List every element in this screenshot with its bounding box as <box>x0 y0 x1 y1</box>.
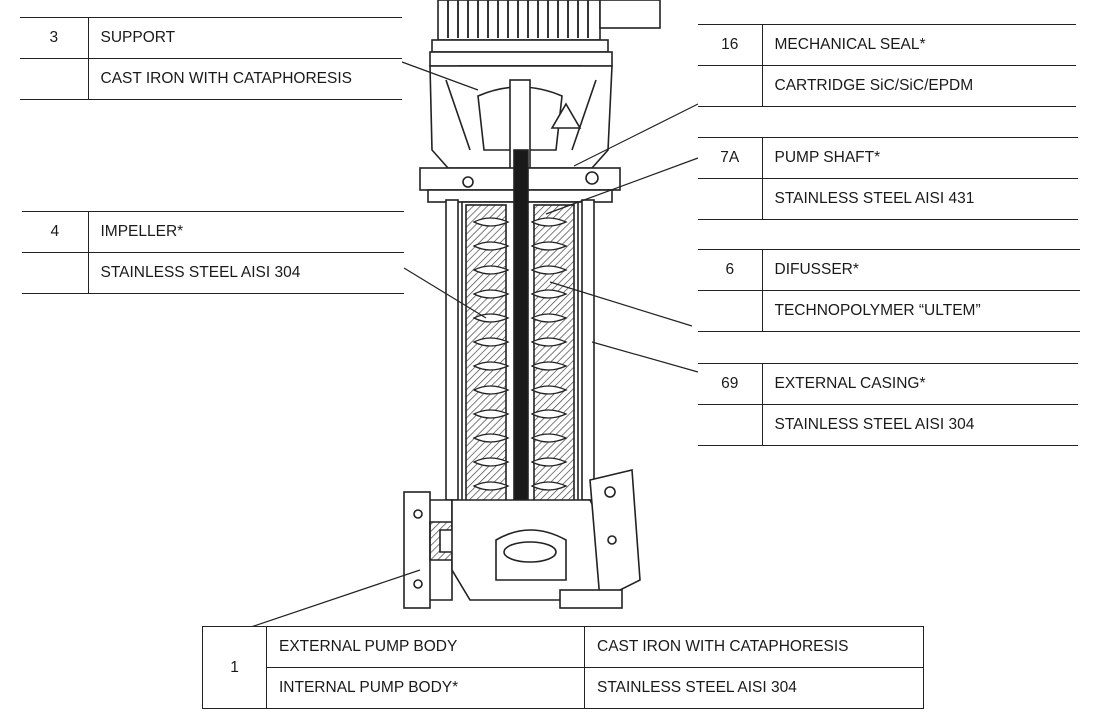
part-name: DIFUSSER* <box>761 249 1080 291</box>
leader-impeller <box>403 267 487 319</box>
part-material: TECHNOPOLYMER “ULTEM” <box>761 290 1080 332</box>
callout-pump-body: 1 EXTERNAL PUMP BODY CAST IRON WITH CATA… <box>202 626 924 709</box>
part-number: 16 <box>698 24 763 66</box>
callout-mechanical-seal: 16 MECHANICAL SEAL* CARTRIDGE SiC/SiC/EP… <box>698 24 1076 107</box>
pump-base <box>403 469 641 609</box>
part-number: 7A <box>698 137 763 179</box>
part-name: SUPPORT <box>87 17 402 59</box>
part-number: 4 <box>22 211 89 253</box>
part-material: CAST IRON WITH CATAPHORESIS <box>584 626 924 668</box>
leader-diffuser <box>549 281 693 327</box>
part-material: CAST IRON WITH CATAPHORESIS <box>87 58 402 100</box>
leader-external-casing <box>591 341 699 373</box>
part-material: CARTRIDGE SiC/SiC/EPDM <box>761 65 1076 107</box>
callout-diffuser: 6 DIFUSSER* TECHNOPOLYMER “ULTEM” <box>698 249 1080 332</box>
part-name: INTERNAL PUMP BODY* <box>266 667 585 709</box>
part-material: STAINLESS STEEL AISI 304 <box>761 404 1078 446</box>
part-material: STAINLESS STEEL AISI 304 <box>87 252 404 294</box>
leader-support <box>401 61 479 91</box>
leader-mechanical-seal <box>573 103 699 167</box>
part-material: STAINLESS STEEL AISI 431 <box>761 178 1078 220</box>
part-name: PUMP SHAFT* <box>761 137 1078 179</box>
part-name: EXTERNAL PUMP BODY <box>266 626 585 668</box>
callout-pump-shaft: 7A PUMP SHAFT* STAINLESS STEEL AISI 431 <box>698 137 1078 220</box>
callout-support: 3 SUPPORT CAST IRON WITH CATAPHORESIS <box>20 17 402 100</box>
part-number: 3 <box>20 17 89 59</box>
callout-external-casing: 69 EXTERNAL CASING* STAINLESS STEEL AISI… <box>698 363 1078 446</box>
part-material: STAINLESS STEEL AISI 304 <box>584 667 924 709</box>
leader-pump-shaft <box>545 157 699 215</box>
part-number: 6 <box>698 249 763 291</box>
part-name: EXTERNAL CASING* <box>761 363 1078 405</box>
part-name: IMPELLER* <box>87 211 404 253</box>
part-number: 1 <box>202 626 267 709</box>
casing <box>445 149 595 521</box>
callout-impeller: 4 IMPELLER* STAINLESS STEEL AISI 304 <box>22 211 404 294</box>
part-name: MECHANICAL SEAL* <box>761 24 1076 66</box>
part-number: 69 <box>698 363 763 405</box>
leader-pump-body <box>247 569 421 629</box>
leader-lines <box>247 61 699 629</box>
